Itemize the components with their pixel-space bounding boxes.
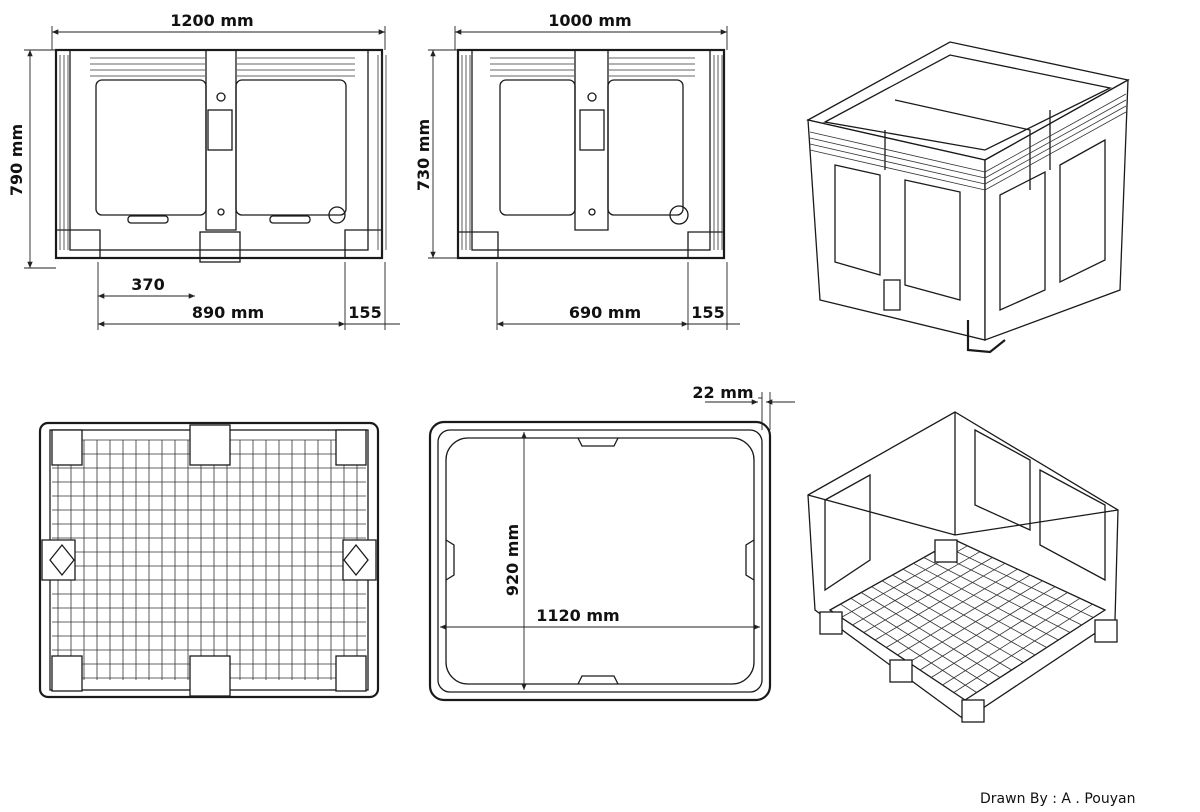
top-view	[428, 420, 772, 702]
drawing-line	[944, 545, 1094, 618]
front-leg-label: 155	[348, 303, 381, 322]
front-inner-span-label: 890 mm	[192, 303, 264, 322]
drawing-line	[984, 99, 1127, 179]
front-width-label: 1200 mm	[170, 11, 253, 30]
front-view	[54, 48, 387, 263]
drawing-line	[984, 105, 1127, 185]
wall-thickness-label: 22 mm	[692, 383, 753, 402]
front-view-dimensions: 1200 mm 790 mm 370 890 mm 155	[7, 11, 400, 330]
drawing-line	[809, 131, 986, 173]
drawing-line	[984, 93, 1127, 173]
drawing-line	[953, 603, 1093, 693]
drawing-line	[809, 149, 986, 191]
side-view-dimensions: 1000 mm 730 mm 690 mm 155	[414, 11, 740, 330]
drawing-line	[984, 111, 1127, 191]
drawing-line	[809, 137, 986, 179]
inner-depth-label: 920 mm	[503, 524, 522, 596]
isometric-view-bottom	[807, 411, 1119, 723]
fork-spacing-label: 370	[131, 275, 164, 294]
top-view-dimensions: 22 mm 920 mm 1120 mm	[440, 383, 795, 690]
drawn-by-credit: Drawn By : A . Pouyan	[980, 791, 1135, 807]
side-leg-label: 155	[691, 303, 724, 322]
drawing-line	[809, 143, 986, 185]
side-height-label: 730 mm	[414, 119, 433, 191]
inner-width-label: 1120 mm	[536, 606, 619, 625]
drawing-line	[942, 597, 1081, 686]
isometric-view-top	[806, 41, 1130, 354]
bottom-plan-view	[38, 421, 380, 699]
side-view	[456, 48, 726, 260]
front-height-label: 790 mm	[7, 124, 26, 196]
side-width-label: 1000 mm	[548, 11, 631, 30]
side-inner-span-label: 690 mm	[569, 303, 641, 322]
